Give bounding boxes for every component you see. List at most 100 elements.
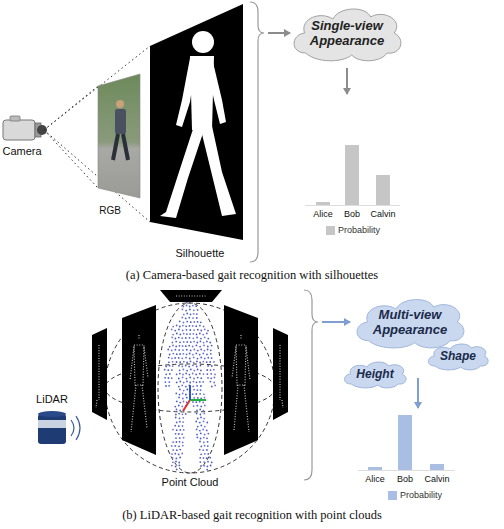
point (192, 317, 194, 319)
point (189, 337, 191, 339)
point (197, 418, 199, 420)
point (185, 394, 187, 396)
point (176, 333, 178, 335)
point (175, 414, 177, 416)
point (185, 365, 187, 367)
point (196, 413, 198, 415)
point (207, 357, 209, 359)
point (176, 422, 178, 424)
point (200, 433, 202, 435)
point (181, 366, 183, 368)
point (214, 385, 216, 387)
point (181, 433, 183, 435)
point (196, 361, 198, 363)
point (179, 381, 181, 383)
projection-panels (92, 290, 288, 455)
point (203, 437, 205, 439)
point (182, 345, 184, 347)
point (195, 421, 197, 423)
point (204, 453, 206, 455)
point (175, 341, 177, 343)
point (206, 354, 208, 356)
point (178, 386, 180, 388)
point (202, 353, 204, 355)
point (197, 389, 199, 391)
point (202, 449, 204, 451)
point (204, 445, 206, 447)
point (178, 378, 180, 380)
point (209, 361, 211, 363)
point (183, 322, 185, 324)
point (185, 386, 187, 388)
point (186, 329, 188, 331)
point (172, 441, 174, 443)
point (197, 405, 199, 407)
point (199, 441, 201, 443)
point (182, 445, 184, 447)
point (204, 405, 206, 407)
point (168, 377, 170, 379)
point (192, 354, 194, 356)
point (192, 325, 194, 327)
point (179, 429, 181, 431)
point (165, 381, 167, 383)
point (200, 397, 202, 399)
point (183, 333, 185, 335)
point (195, 401, 197, 403)
point (178, 349, 180, 351)
point (178, 425, 180, 427)
bar-chart (358, 415, 455, 471)
point (210, 465, 212, 467)
point (168, 361, 170, 363)
point (174, 406, 176, 408)
point (214, 374, 216, 376)
point (197, 437, 199, 439)
point (213, 369, 215, 371)
point (176, 449, 178, 451)
point (193, 349, 195, 351)
point (197, 397, 199, 399)
point (197, 426, 199, 428)
point (207, 433, 209, 435)
rgb-image (98, 74, 140, 198)
point (182, 398, 184, 400)
point (182, 349, 184, 351)
point (199, 401, 201, 403)
point (179, 334, 181, 336)
point (183, 314, 185, 316)
point (197, 321, 199, 323)
point (189, 329, 191, 331)
point (169, 373, 171, 375)
point (172, 345, 174, 347)
point (200, 365, 202, 367)
point (200, 321, 202, 323)
point (172, 449, 174, 451)
point (193, 405, 195, 407)
coordinate-axes (183, 385, 206, 411)
point (196, 337, 198, 339)
point (211, 365, 213, 367)
point (182, 442, 184, 444)
point (182, 374, 184, 376)
point (172, 353, 174, 355)
point (176, 325, 178, 327)
point (203, 461, 205, 463)
point (210, 349, 212, 351)
point (186, 362, 188, 364)
point (182, 306, 184, 308)
point (179, 373, 181, 375)
image-label: RGB (99, 205, 121, 217)
point (186, 302, 188, 304)
point (193, 341, 195, 343)
point (183, 369, 185, 371)
point (178, 433, 180, 435)
point (185, 373, 187, 375)
point (204, 358, 206, 360)
point (175, 349, 177, 351)
point (179, 421, 181, 423)
point (203, 326, 205, 328)
point (165, 366, 167, 368)
point (179, 361, 181, 363)
point (174, 445, 176, 447)
point (200, 446, 202, 448)
